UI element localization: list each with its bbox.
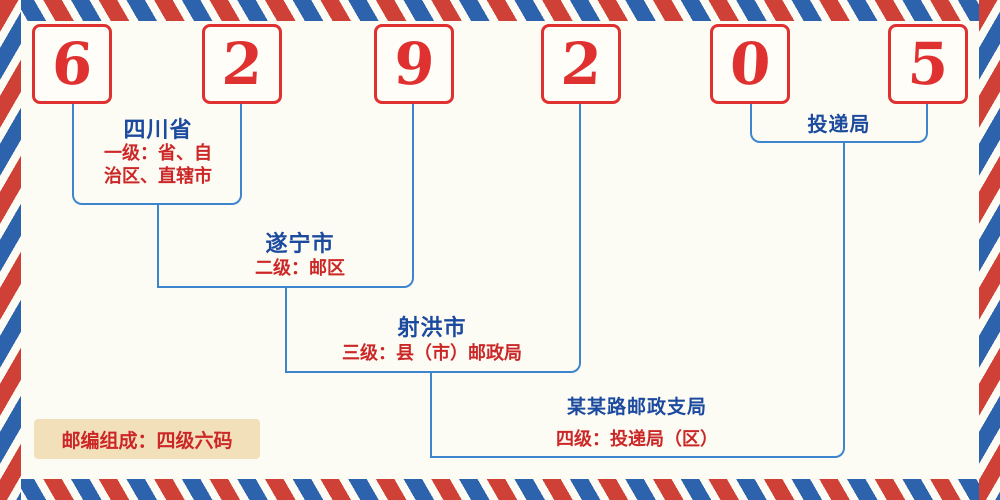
level1-desc: 一级：省、自 治区、直辖市 <box>104 142 212 188</box>
level2-bracket-left-line <box>157 205 159 288</box>
airmail-border-top <box>0 0 1000 21</box>
delivery-name: 投递局 <box>807 114 871 136</box>
level1-desc-line2: 治区、直辖市 <box>104 166 212 186</box>
digit-box-3: 9 <box>374 24 454 104</box>
digit-box-1: 6 <box>32 24 112 104</box>
level1-desc-line1: 一级：省、自 <box>104 143 212 163</box>
level2-bracket <box>157 104 414 288</box>
digit-2: 2 <box>220 30 264 98</box>
level2-name: 遂宁市 <box>265 231 335 256</box>
airmail-border-left <box>0 0 21 500</box>
digit-3: 9 <box>392 30 436 98</box>
digit-6: 5 <box>906 30 950 98</box>
level3-name: 射洪市 <box>397 315 467 340</box>
digit-5: 0 <box>728 30 772 98</box>
level3-desc: 三级：县（市）邮政局 <box>342 343 522 363</box>
digit-box-6: 5 <box>888 24 968 104</box>
delivery-bracket <box>750 104 928 143</box>
level4-name: 某某路邮政支局 <box>566 397 708 418</box>
digit-box-2: 2 <box>202 24 282 104</box>
digit-box-4: 2 <box>541 24 621 104</box>
composition-note: 邮编组成：四级六码 <box>61 430 233 452</box>
digit-1: 6 <box>50 30 94 98</box>
level3-bracket-left-line <box>285 288 287 373</box>
composition-note-box: 邮编组成：四级六码 <box>34 419 260 459</box>
airmail-border-bottom <box>0 479 1000 500</box>
level1-bracket <box>72 104 242 205</box>
airmail-border-right <box>979 0 1000 500</box>
level3-bracket <box>285 104 581 373</box>
digit-box-5: 0 <box>710 24 790 104</box>
level2-desc: 二级：邮区 <box>255 258 345 278</box>
level4-bracket-left-line <box>430 373 432 458</box>
digit-4: 2 <box>559 30 603 98</box>
level4-bracket <box>430 143 845 458</box>
level1-name: 四川省 <box>123 117 193 142</box>
level4-desc: 四级：投递局（区） <box>556 429 718 449</box>
